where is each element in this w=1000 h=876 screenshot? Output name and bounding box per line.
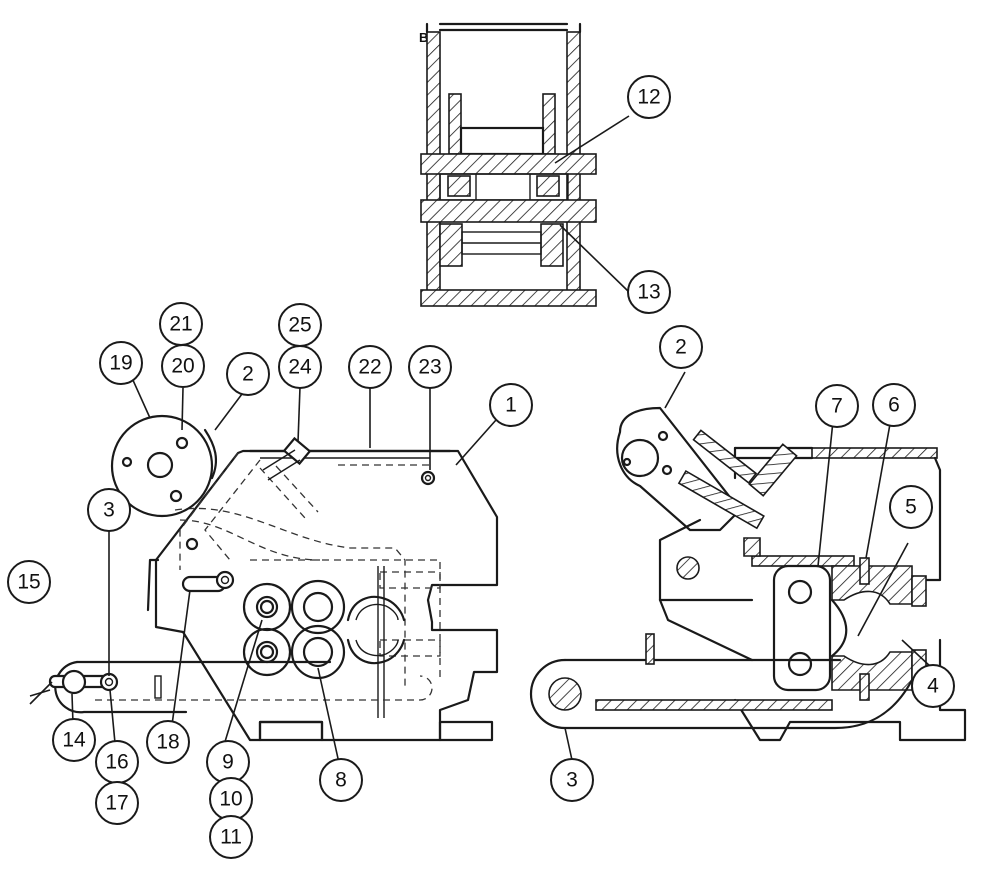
svg-text:8: 8 bbox=[335, 769, 347, 792]
callout-16: 16 bbox=[95, 740, 139, 784]
section-marker-label: B bbox=[419, 30, 428, 45]
callout-8: 8 bbox=[319, 758, 363, 802]
callout-4: 4 bbox=[911, 664, 955, 708]
callout-21: 21 bbox=[159, 302, 203, 346]
callout-2-left: 2 bbox=[226, 352, 270, 396]
svg-text:10: 10 bbox=[219, 788, 242, 811]
svg-text:19: 19 bbox=[109, 352, 132, 375]
svg-text:13: 13 bbox=[637, 281, 660, 304]
svg-text:22: 22 bbox=[358, 356, 381, 379]
svg-text:5: 5 bbox=[905, 496, 917, 519]
svg-text:18: 18 bbox=[156, 731, 179, 754]
svg-text:6: 6 bbox=[888, 394, 900, 417]
callout-17: 17 bbox=[95, 781, 139, 825]
callout-1: 1 bbox=[489, 383, 533, 427]
right-view-assembly bbox=[529, 406, 967, 742]
callout-11: 11 bbox=[209, 815, 253, 859]
svg-text:11: 11 bbox=[220, 826, 242, 849]
callout-15: 15 bbox=[7, 560, 51, 604]
top-view-assembly: B bbox=[419, 22, 597, 307]
svg-text:14: 14 bbox=[62, 729, 86, 752]
svg-text:3: 3 bbox=[566, 769, 578, 792]
callout-6: 6 bbox=[872, 383, 916, 427]
svg-text:20: 20 bbox=[171, 355, 194, 378]
svg-text:16: 16 bbox=[105, 751, 128, 774]
left-view-assembly bbox=[48, 414, 499, 742]
callout-10: 10 bbox=[209, 777, 253, 821]
svg-text:7: 7 bbox=[831, 395, 843, 418]
svg-text:25: 25 bbox=[288, 314, 311, 337]
callout-19: 19 bbox=[99, 341, 143, 385]
svg-text:1: 1 bbox=[505, 394, 517, 417]
svg-text:23: 23 bbox=[418, 356, 441, 379]
svg-text:12: 12 bbox=[637, 86, 660, 109]
svg-text:2: 2 bbox=[242, 363, 254, 386]
callout-9: 9 bbox=[206, 740, 250, 784]
callout-13: 13 bbox=[627, 270, 671, 314]
callout-25: 25 bbox=[278, 303, 322, 347]
svg-text:2: 2 bbox=[675, 336, 687, 359]
svg-text:3: 3 bbox=[103, 499, 115, 522]
callout-3-left: 3 bbox=[87, 488, 131, 532]
svg-text:21: 21 bbox=[169, 313, 192, 336]
callout-3-right: 3 bbox=[550, 758, 594, 802]
leader-lines bbox=[29, 115, 933, 764]
callout-22: 22 bbox=[348, 345, 392, 389]
callout-14: 14 bbox=[52, 718, 96, 762]
svg-text:4: 4 bbox=[927, 675, 939, 698]
callout-7: 7 bbox=[815, 384, 859, 428]
callout-23: 23 bbox=[408, 345, 452, 389]
callout-2-right: 2 bbox=[659, 325, 703, 369]
callout-12: 12 bbox=[627, 75, 671, 119]
svg-text:17: 17 bbox=[105, 792, 128, 815]
svg-text:24: 24 bbox=[288, 356, 312, 379]
callout-20: 20 bbox=[161, 344, 205, 388]
callout-24: 24 bbox=[278, 345, 322, 389]
svg-text:9: 9 bbox=[222, 751, 234, 774]
svg-text:15: 15 bbox=[17, 571, 40, 594]
callout-5: 5 bbox=[889, 485, 933, 529]
callout-18: 18 bbox=[146, 720, 190, 764]
